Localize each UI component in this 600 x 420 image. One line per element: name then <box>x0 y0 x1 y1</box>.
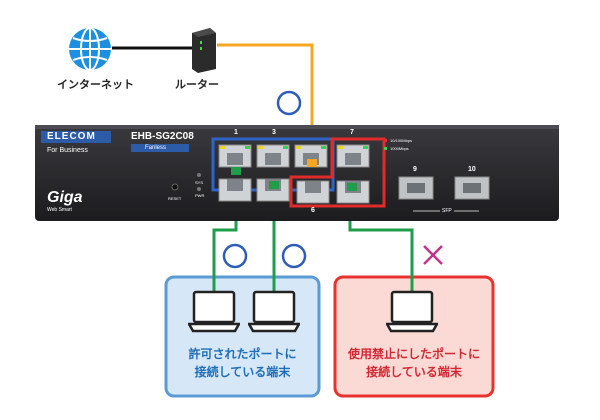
laptop-icon <box>386 290 438 333</box>
allowed-group-caption: 許可されたポートに 接続している端末 <box>166 345 319 381</box>
sfp-number-10: 10 <box>468 166 476 173</box>
allowed-caption-line1: 許可されたポートに <box>188 347 297 361</box>
port-number-7: 7 <box>350 129 354 136</box>
ok-mark-uplink <box>276 90 302 116</box>
reset-label: RESET <box>168 196 182 201</box>
blocked-caption-line1: 使用禁止にしたポートに <box>347 347 480 361</box>
fanless-label: Fanless <box>145 145 167 151</box>
router-label: ルーター <box>175 78 219 91</box>
allowed-caption-line2: 接続している端末 <box>194 365 291 379</box>
blocked-group-caption: 使用禁止にしたポートに 接続している端末 <box>335 345 493 381</box>
ok-mark-client-2 <box>281 243 307 269</box>
web-smart-label: Web Smart <box>47 207 72 213</box>
tagline: For Business <box>47 147 88 154</box>
laptop-icon <box>248 290 300 333</box>
sfp-label: SFP <box>440 208 454 214</box>
ok-mark-client-1 <box>222 243 248 269</box>
blocked-group-box <box>333 275 495 398</box>
uplink-cable <box>217 43 314 162</box>
pwr-label: PWR <box>195 193 205 198</box>
ng-mark <box>423 245 443 265</box>
led-legend-1000: 1000Mbps <box>390 146 409 151</box>
network-switch: ELECOM For Business EHB-SG2C08 Fanless G… <box>35 123 559 223</box>
globe-icon <box>69 27 111 71</box>
port-number-1: 1 <box>234 129 238 136</box>
brand-logo: ELECOM <box>47 131 96 142</box>
led-legend-100: 10/100Mbps <box>390 138 413 143</box>
sys-label: SYS <box>195 180 204 185</box>
router-icon <box>192 28 216 73</box>
laptop-icon <box>188 290 240 333</box>
switch-body <box>35 125 559 221</box>
port-number-3: 3 <box>272 129 276 136</box>
giga-logo: Giga <box>47 189 83 206</box>
model-name: EHB-SG2C08 <box>131 131 194 142</box>
internet-label: インターネット <box>57 78 134 91</box>
port-number-6: 6 <box>311 207 315 214</box>
sfp-number-9: 9 <box>413 166 417 173</box>
blocked-caption-line2: 接続している端末 <box>366 365 462 379</box>
